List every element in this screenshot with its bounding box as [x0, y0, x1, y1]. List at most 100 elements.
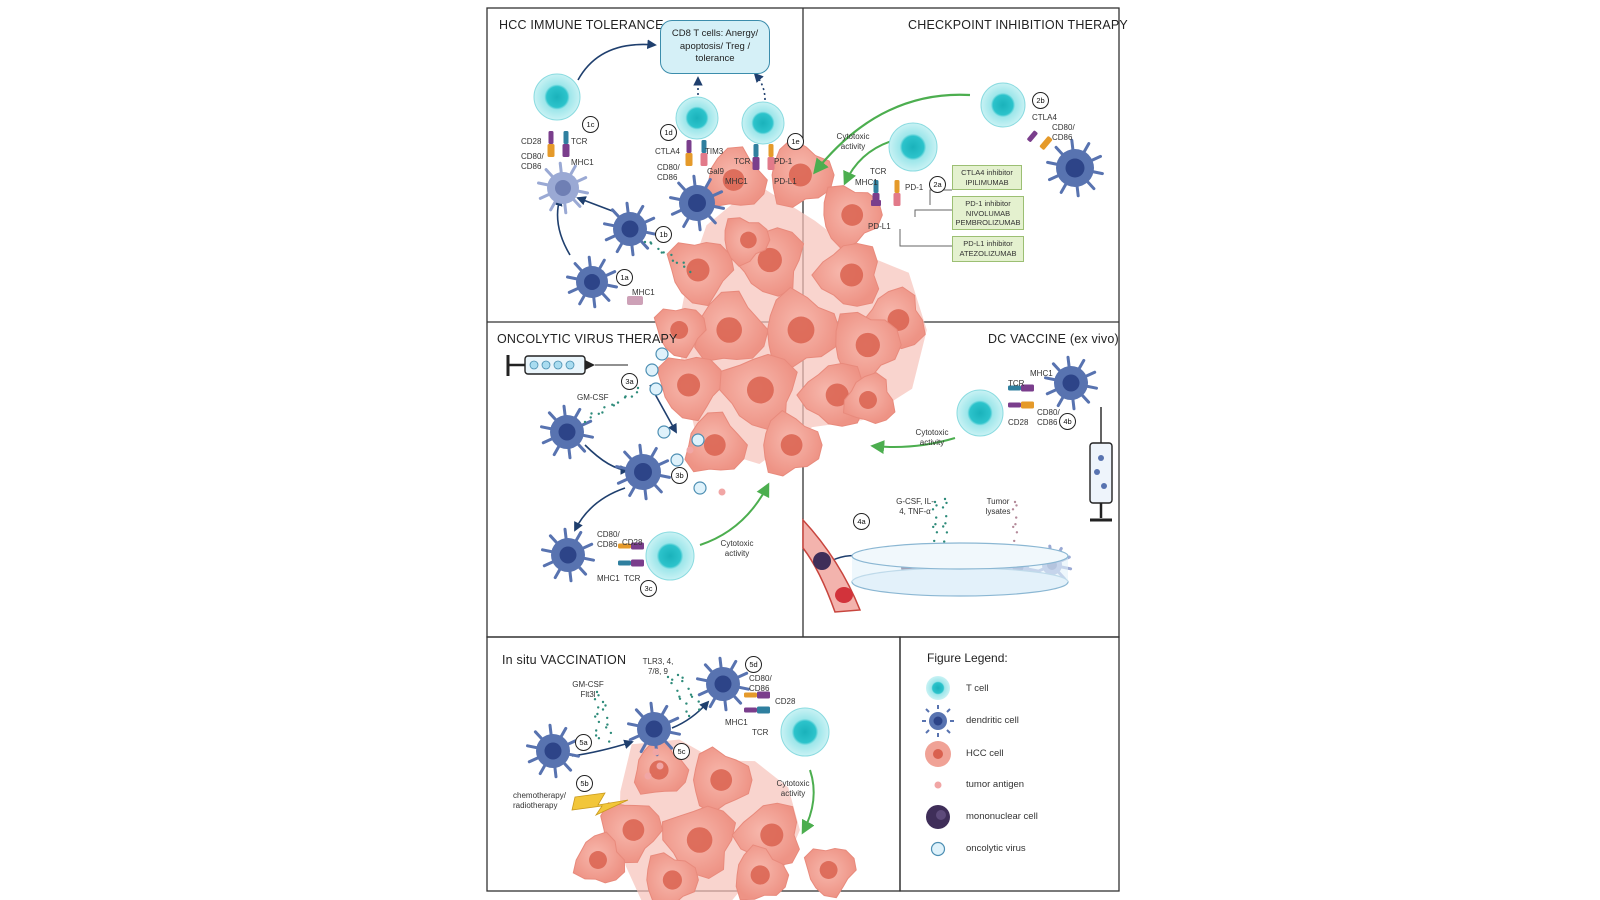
hcc-nucleus: [662, 870, 683, 890]
cd80: [1039, 136, 1053, 150]
hcc-nucleus: [841, 204, 864, 226]
receptor: [618, 560, 631, 566]
cytokine-dot: [604, 704, 607, 707]
label-cytotoxic: Cytotoxic activity: [720, 539, 754, 558]
cytokine-dot: [676, 673, 680, 677]
cytokine-dot: [589, 416, 592, 419]
cytokine-dot: [609, 731, 613, 735]
ligand: [631, 542, 644, 550]
ligand: [893, 193, 901, 206]
label-tcr: TCR: [1008, 379, 1025, 388]
label-tcr: TCR: [734, 157, 751, 166]
hcc-nucleus: [840, 263, 864, 287]
legend-dendritic-icon: [922, 705, 954, 737]
legend-tcell-icon: [926, 676, 950, 700]
label-cd28: CD28: [622, 538, 643, 547]
label-chemo-radio: chemotherapy/ radiotherapy: [513, 791, 566, 810]
step-3c: 3c: [640, 580, 657, 597]
label-cd28: CD28: [521, 137, 542, 146]
inhibitor-bracket: [899, 229, 952, 247]
cytokine-dot: [935, 516, 938, 519]
cytokine-dot: [676, 689, 679, 692]
oncolytic-virus: [670, 453, 684, 467]
hcc-nucleus: [622, 819, 645, 841]
label-pd1: PD-1: [905, 183, 924, 192]
label-ctla4: CTLA4: [1032, 113, 1057, 122]
cytokine-dot: [675, 261, 679, 264]
dc-nucleus: [558, 423, 576, 441]
cytokine-dot: [1015, 531, 1019, 534]
ligand: [685, 153, 693, 166]
receptor: [1008, 402, 1021, 408]
legend-hcc-icon: [925, 741, 951, 767]
legend-item-mononuclear: mononuclear cell: [966, 811, 1038, 822]
cytokine-dot: [685, 710, 688, 713]
label-cd80-86: CD80/ CD86: [597, 530, 620, 549]
receptor-pairs: [547, 130, 1053, 714]
dc-nucleus: [544, 742, 562, 760]
dendritic-cell: [566, 255, 618, 309]
hcc-nucleus: [686, 258, 710, 282]
ligand: [700, 153, 708, 166]
receptor: [548, 131, 554, 144]
label-tcr: TCR: [571, 137, 588, 146]
label-mhc1: MHC1: [1030, 369, 1053, 378]
cytokine-dot: [687, 714, 691, 718]
hcc-nucleus: [887, 309, 910, 331]
step-4b: 4b: [1059, 413, 1076, 430]
dc-nucleus: [559, 546, 577, 564]
hcc-nucleus: [819, 861, 838, 879]
hcc-nucleus: [649, 760, 669, 780]
syringe-icon: [506, 355, 628, 376]
blood-vessel: [802, 518, 862, 613]
cytokine-dot: [932, 525, 935, 529]
label-cytotoxic: Cytotoxic activity: [915, 428, 949, 447]
cytokine-dot: [597, 720, 601, 724]
cytokine-dot: [933, 500, 937, 504]
oncolytic-virus: [693, 481, 707, 495]
cytokine-dot: [594, 715, 597, 718]
t-cell: [533, 73, 581, 121]
cytokine-dot: [671, 678, 674, 681]
hcc-nucleus: [677, 373, 701, 397]
step-1b: 1b: [655, 226, 672, 243]
hcc-nucleus: [716, 317, 742, 343]
cytokine-dot: [681, 676, 684, 679]
lightning-icon: [571, 792, 629, 816]
t-cell: [675, 96, 719, 140]
oncolytic-virus: [657, 425, 671, 439]
label-cytotoxic: Cytotoxic activity: [776, 779, 810, 798]
cytokine-dot: [671, 259, 675, 262]
cytokine-dot: [660, 251, 663, 254]
label-gal9: Gal9: [707, 167, 724, 176]
receptor: [563, 131, 569, 144]
hcc-nucleus: [825, 383, 849, 407]
panel-title-in-situ: In situ VACCINATION: [502, 653, 627, 667]
cytokine-dot: [943, 497, 947, 501]
cytokine-dot: [601, 411, 604, 414]
step-1c: 1c: [582, 116, 599, 133]
step-2a: 2a: [929, 176, 946, 193]
cytokine-dot: [597, 706, 600, 709]
cytokine-dot: [1011, 508, 1015, 511]
cytokine-dot: [1015, 516, 1018, 519]
cytokine-dot: [606, 716, 609, 720]
cytokine-dot: [643, 240, 647, 244]
receptor: [701, 140, 707, 153]
hcc-nucleus: [670, 321, 689, 339]
label-gcsf-il4-tnf: G-CSF, IL-4, TNF-α: [896, 497, 934, 516]
cytokine-dot: [650, 242, 653, 245]
cytokine-dot: [666, 675, 670, 679]
cytokine-dot: [683, 265, 686, 268]
cytokine-dot: [662, 251, 665, 254]
dc-nucleus: [1062, 374, 1080, 392]
cd8-outcome-box: CD8 T cells: Anergy/ apoptosis/ Treg / t…: [660, 20, 770, 74]
step-4a: 4a: [853, 513, 870, 530]
ligand: [757, 706, 770, 714]
dendritic-cell: [541, 527, 595, 583]
label-cd80-86: CD80/ CD86: [749, 674, 772, 693]
hcc-nucleus: [703, 434, 726, 456]
cytokine-dot: [657, 247, 660, 251]
legend-swatches: [922, 676, 954, 857]
cytokine-dot: [1012, 525, 1015, 529]
